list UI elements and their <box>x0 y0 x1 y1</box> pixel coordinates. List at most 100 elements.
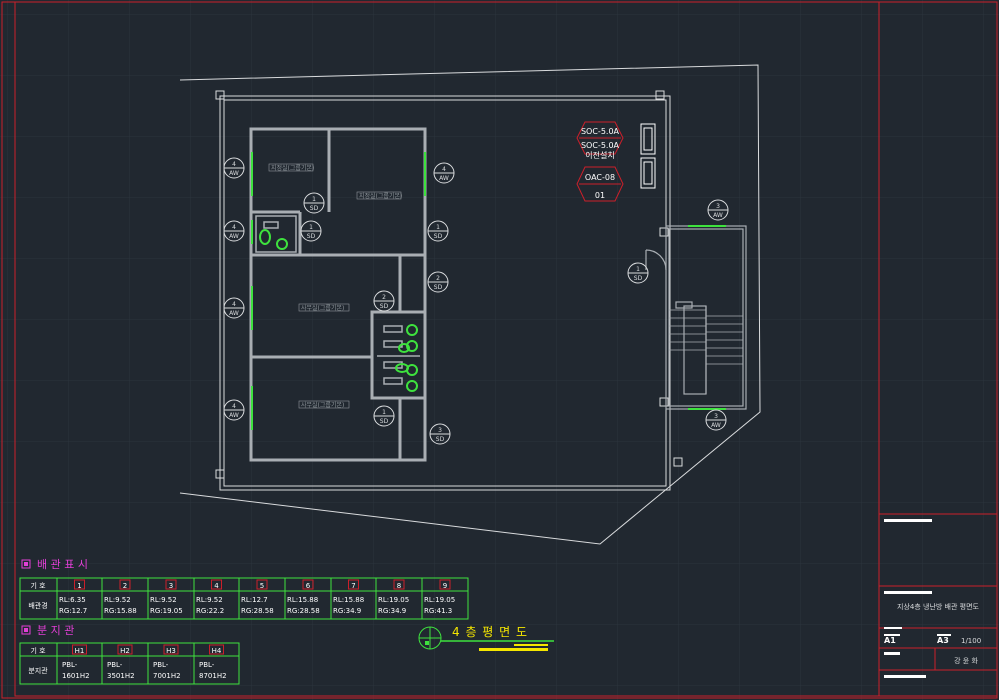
branch-code-a: PBL- <box>62 661 78 669</box>
pipe-rg: RG:28.58 <box>287 607 320 615</box>
pipe-legend-title: 배 관 표 시 <box>37 558 88 571</box>
pipe-no: 3 <box>169 582 173 590</box>
symbol-sd: 1SD <box>303 192 325 214</box>
svg-text:AW: AW <box>229 170 239 177</box>
pipe-no-box <box>119 579 131 590</box>
tag-oac: OAC-08 <box>585 173 615 182</box>
svg-text:SD: SD <box>434 284 443 291</box>
pipe-no: 5 <box>260 582 264 590</box>
branch-code-b: 1601H2 <box>62 672 90 680</box>
branch-code-a: PBL- <box>199 661 215 669</box>
pipe-no-box <box>393 579 405 590</box>
branch-code-a: PBL- <box>153 661 169 669</box>
branch-code-b: 8701H2 <box>199 672 227 680</box>
drawing-scale: 1/100 <box>961 637 981 645</box>
symbol-sd: 1SD <box>627 262 649 284</box>
symbol-aw: 4AW <box>223 157 245 179</box>
pipe-rg: RG:12.7 <box>59 607 87 615</box>
pipe-rg: RG:19.05 <box>150 607 183 615</box>
symbol-aw: 4AW <box>223 399 245 421</box>
svg-text:1: 1 <box>636 266 640 273</box>
symbol-aw: 4AW <box>223 220 245 242</box>
sheet-size-a3: A3 <box>937 636 949 645</box>
pipe-rl: RL:12.7 <box>241 596 268 604</box>
tag-soc-note: 이전설치 <box>585 150 614 160</box>
symbol-sd: 2SD <box>373 290 395 312</box>
room-labels: 지정실(그룹기본) 지정실(그룹기본) 사무실(그룹기본) 사무실(그룹기본) <box>268 163 402 409</box>
svg-text:AW: AW <box>439 175 449 182</box>
svg-text:3: 3 <box>716 203 720 210</box>
pipe-rl: RL:19.05 <box>378 596 409 604</box>
pipe-rl: RL:15.88 <box>287 596 318 604</box>
legend-bullet-icon <box>21 625 31 635</box>
pipe-rl: RL:15.88 <box>333 596 364 604</box>
indoor-units-green <box>251 152 726 430</box>
diffuser-symbols: 4AW 1SD 1SD 4AW 1SD 2SD 4AW 2SD 1SD 4AW … <box>223 157 729 445</box>
branch-code-b: 7001H2 <box>153 672 181 680</box>
pipe-no: 7 <box>351 582 355 590</box>
pipe-rl: RL:9.52 <box>104 596 131 604</box>
pipe-legend-row-head: 기 호 <box>30 581 46 590</box>
symbol-aw: 3AW <box>707 199 729 221</box>
drawn-by: 강 윤 화 <box>954 656 978 665</box>
svg-text:SD: SD <box>380 303 389 310</box>
pipe-no: 9 <box>443 582 447 590</box>
title-block: 지상4층 냉난방 배관 평면도 A1 A3 1/100 강 윤 화 <box>884 519 981 678</box>
symbol-aw: 4AW <box>223 297 245 319</box>
stair-core <box>645 225 747 410</box>
svg-text:4: 4 <box>232 403 236 410</box>
symbol-sd: 2SD <box>427 271 449 293</box>
svg-text:3: 3 <box>714 413 718 420</box>
branch-code-b: 3501H2 <box>107 672 135 680</box>
pipe-rl: RL:19.05 <box>424 596 455 604</box>
svg-text:1: 1 <box>309 224 313 231</box>
svg-text:SD: SD <box>307 233 316 240</box>
sheet-size-a1: A1 <box>884 636 896 645</box>
pipe-no: 4 <box>214 582 219 590</box>
svg-text:AW: AW <box>229 233 239 240</box>
pipe-rg: RG:34.9 <box>333 607 361 615</box>
svg-text:SD: SD <box>434 233 443 240</box>
branch-no-box <box>72 644 87 655</box>
svg-text:SD: SD <box>380 418 389 425</box>
pipe-no: 8 <box>397 582 401 590</box>
tag-oac-number: 01 <box>595 191 605 200</box>
svg-text:3: 3 <box>438 427 442 434</box>
branch-no: H4 <box>212 647 222 655</box>
svg-text:2: 2 <box>436 275 440 282</box>
pipe-legend-row-label: 배관경 <box>28 601 47 610</box>
branch-legend: 분 지 관 기 호 분지관 H1PBL-1601H2H2PBL-3501H2H3… <box>19 624 240 685</box>
drawing-title: 4 층 평 면 도 <box>452 625 528 639</box>
svg-text:AW: AW <box>229 412 239 419</box>
drawing-title-block: 4 층 평 면 도 <box>418 625 554 651</box>
outdoor-unit-tags: SOC-5.0A SOC-5.0A 이전설치 OAC-08 01 <box>576 121 656 202</box>
tag-soc-1: SOC-5.0A <box>581 127 620 136</box>
pipe-legend-column: 5RL:12.7RG:28.58 <box>241 579 274 615</box>
room-label: 사무실(그룹기본) <box>301 401 344 409</box>
symbol-sd: 3SD <box>429 423 451 445</box>
pipe-no: 1 <box>77 582 81 590</box>
symbol-sd: 1SD <box>427 220 449 242</box>
pipe-rl: RL:9.52 <box>150 596 177 604</box>
pipe-rg: RG:15.88 <box>104 607 137 615</box>
room-label: 사무실(그룹기본) <box>301 304 344 312</box>
symbol-sd: 1SD <box>373 405 395 427</box>
branch-no: H3 <box>166 647 176 655</box>
tag-soc-2: SOC-5.0A <box>581 141 620 150</box>
branch-legend-title: 분 지 관 <box>37 624 74 637</box>
pipe-rg: RG:41.3 <box>424 607 452 615</box>
branch-no-box <box>209 644 224 655</box>
